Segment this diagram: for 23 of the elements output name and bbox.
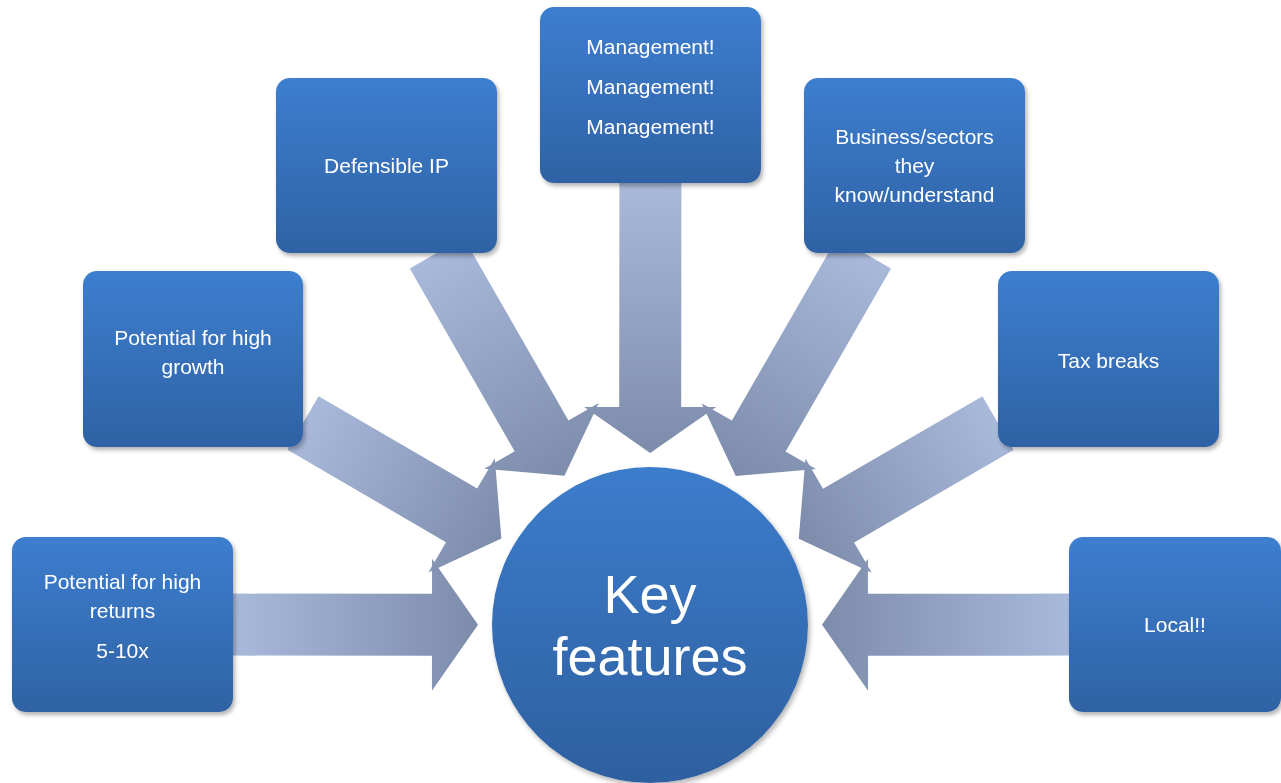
feature-text: 5-10x <box>96 637 149 664</box>
feature-text: Tax breaks <box>1057 347 1160 374</box>
feature-text: Key features <box>551 563 749 687</box>
feature-text: Potential for high returns <box>42 568 203 624</box>
feature-text: Defensible IP <box>324 153 449 179</box>
feature-box <box>804 78 1025 253</box>
block-arrow <box>584 182 717 453</box>
feature-text: Management! <box>586 113 715 140</box>
feature-box <box>276 78 497 253</box>
feature-text: Management! <box>586 33 715 60</box>
feature-box <box>83 271 303 447</box>
feature-text: Local!! <box>1144 612 1206 638</box>
feature-box <box>1069 537 1281 712</box>
block-arrow <box>822 558 1070 691</box>
block-arrow <box>287 396 502 573</box>
block-arrow <box>798 396 1014 573</box>
block-arrow <box>232 558 478 691</box>
feature-text: Potential for high growth <box>113 325 273 380</box>
feature-text: Business/sectors they know/understand <box>833 124 996 208</box>
feature-box <box>998 271 1219 447</box>
feature-box <box>12 537 233 712</box>
feature-text: Management! <box>586 73 715 100</box>
feature-box <box>540 7 761 183</box>
